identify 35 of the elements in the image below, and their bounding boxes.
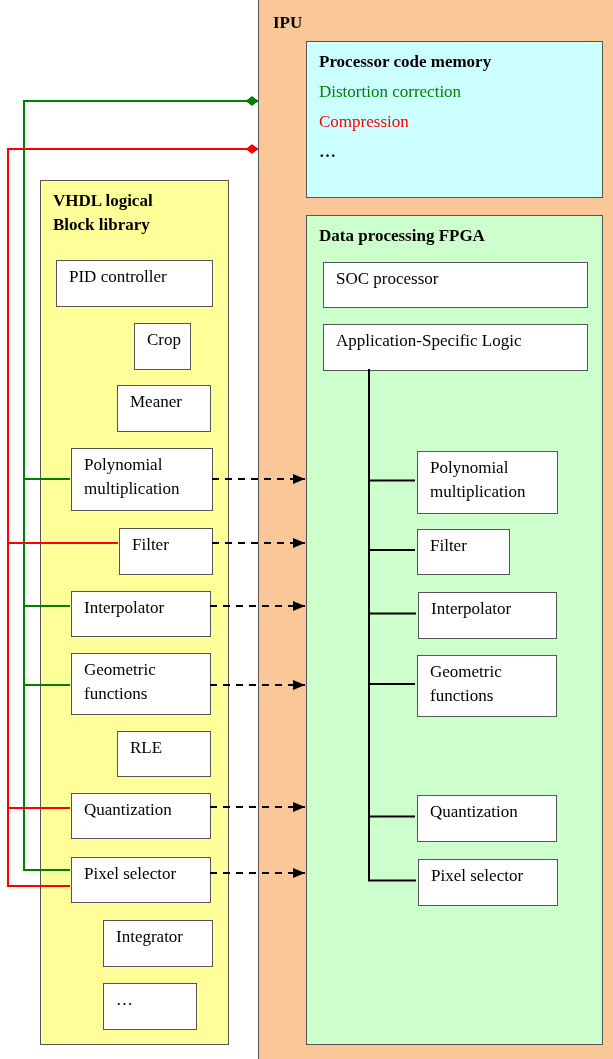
panel-title: VHDL logical Block library bbox=[53, 190, 154, 236]
block-box: Interpolator bbox=[71, 591, 211, 637]
arrow bbox=[209, 680, 306, 690]
program-item: Distortion correction bbox=[319, 81, 463, 98]
program-item: … bbox=[319, 141, 337, 158]
arrow bbox=[209, 601, 306, 611]
panel-title: Data processing FPGA bbox=[319, 225, 486, 247]
block-box: Pixel selector bbox=[71, 857, 211, 903]
block-box: Geometric functions bbox=[71, 653, 211, 715]
block-box: Application-Specific Logic bbox=[323, 324, 588, 371]
block-box: Meaner bbox=[117, 385, 211, 432]
memory-panel bbox=[306, 41, 603, 198]
arrow bbox=[211, 474, 306, 484]
block-box: Filter bbox=[417, 529, 510, 575]
block-box: Polynomial multiplication bbox=[417, 451, 558, 514]
block-box: SOC processor bbox=[323, 262, 588, 308]
container-panel bbox=[40, 180, 229, 1045]
arrow bbox=[209, 868, 306, 878]
block-box: Crop bbox=[134, 323, 191, 370]
block-box: PID controller bbox=[56, 260, 213, 307]
panel-title: IPU bbox=[273, 12, 304, 34]
arrow bbox=[209, 802, 306, 812]
container-panel bbox=[306, 215, 603, 1045]
arrow bbox=[211, 538, 306, 548]
block-box: Polynomial multiplication bbox=[71, 448, 213, 511]
block-box: Filter bbox=[119, 528, 213, 575]
container-panel bbox=[258, 0, 613, 1059]
block-box: Integrator bbox=[103, 920, 213, 967]
block-box: Pixel selector bbox=[418, 859, 558, 906]
block-box: Quantization bbox=[417, 795, 557, 842]
block-box: Quantization bbox=[71, 793, 211, 839]
block-box: Geometric functions bbox=[417, 655, 557, 717]
block-box: … bbox=[103, 983, 197, 1030]
block-box: Interpolator bbox=[418, 592, 557, 639]
block-box: RLE bbox=[117, 731, 211, 777]
